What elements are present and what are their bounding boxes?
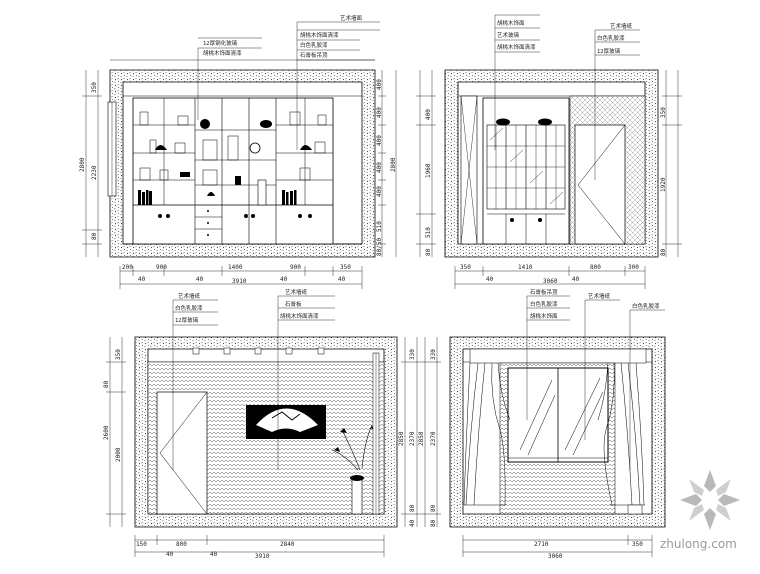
- callout-a-r1: 艺术墙面: [340, 14, 363, 22]
- curtain-right: [597, 362, 645, 506]
- callout-c-l2: 白色乳胶漆: [175, 304, 203, 312]
- dim-c-b3: 2840: [280, 541, 295, 548]
- dim-a-b2: 900: [156, 264, 167, 271]
- dim-b-r3: 80: [660, 248, 667, 256]
- watermark-logo: [680, 470, 740, 530]
- dim-a-l2: 2230: [91, 165, 98, 180]
- callout-a-r2: 胡桃木饰面清漆: [300, 31, 339, 39]
- dim-a-r5: 400: [376, 79, 383, 90]
- dim-a-total: 3910: [232, 278, 247, 285]
- dim-c-r1: 330: [409, 349, 416, 360]
- dim-c-r3: 2850: [398, 431, 405, 446]
- callout-c-r1: 艺术墙纸: [285, 288, 308, 296]
- dim-c-total: 3910: [255, 553, 270, 560]
- dim-c-b1: 150: [136, 541, 147, 548]
- dim-c-l4: 2000: [115, 447, 122, 462]
- dim-b-r1: 350: [660, 107, 667, 118]
- elevation-d: 2710 350 3060 330 2370 2850 80 80 石膏板吊顶 …: [418, 288, 666, 560]
- dim-c-r5: 40: [409, 519, 416, 527]
- callout-d-l2: 白色乳胶漆: [530, 300, 558, 308]
- dim-a-r2: 400: [376, 135, 383, 146]
- dim-b-l1: 400: [425, 109, 432, 120]
- dim-b-b3: 800: [590, 264, 601, 271]
- dim-a-l1: 350: [91, 82, 98, 93]
- dim-a-r4: 400: [376, 186, 383, 197]
- dim-d-l5: 80: [430, 519, 437, 527]
- dim-c-l3: 2600: [103, 425, 110, 440]
- dim-c-m2: 40: [210, 551, 218, 558]
- dim-d-b1: 2710: [534, 541, 549, 548]
- watermark-text: zhulong.com: [660, 537, 737, 551]
- dim-b-r2: 1920: [660, 177, 667, 192]
- dim-d-total: 3060: [548, 553, 563, 560]
- dim-b-b2: 1410: [518, 264, 533, 271]
- callout-c-l1: 艺术墙纸: [178, 292, 201, 300]
- dim-b-b1: 350: [460, 264, 471, 271]
- dim-a-l3: 2800: [79, 157, 86, 172]
- dim-b-l3: 510: [425, 227, 432, 238]
- callout-b-r1: 艺术墙纸: [610, 22, 633, 30]
- dim-c-r4: 80: [409, 504, 416, 512]
- dim-c-b2: 800: [176, 541, 187, 548]
- callout-d-l3: 胡桃木饰面: [530, 312, 558, 320]
- elevation-c: 150 800 2840 3910 40 40 350 80 2600 2000…: [103, 288, 421, 560]
- dim-a-m3: 40: [280, 276, 288, 283]
- dim-b-total: 3060: [543, 278, 558, 285]
- elevation-a: 200 900 1400 900 350 3910 40 40 40 40 35…: [79, 14, 397, 289]
- dim-a-m2: 40: [196, 276, 204, 283]
- dim-a-b5: 350: [340, 264, 351, 271]
- dim-a-b1: 200: [122, 264, 133, 271]
- dim-d-b2: 350: [632, 541, 643, 548]
- dim-a-r6: 2800: [390, 157, 397, 172]
- curtain-left: [463, 362, 511, 506]
- dim-b-l4: 80: [425, 248, 432, 256]
- bookcase: [132, 97, 334, 245]
- callout-d-r1: 白色乳胶漆: [632, 302, 660, 310]
- dim-b-m2: 40: [572, 276, 580, 283]
- callout-b-r3: 12厚玻璃: [597, 47, 621, 55]
- dim-d-l2: 2370: [430, 431, 437, 446]
- callout-b-l2: 艺术玻璃: [497, 31, 520, 39]
- dim-c-m1: 40: [166, 551, 174, 558]
- dim-a-r8: 80/50: [376, 238, 383, 256]
- dim-a-b3: 1400: [228, 264, 243, 271]
- dim-a-r1: 400: [376, 107, 383, 118]
- callout-b-r2: 白色乳胶漆: [597, 34, 625, 42]
- dim-b-m1: 40: [486, 276, 494, 283]
- callout-a-l2: 胡桃木饰面清漆: [203, 49, 242, 57]
- callout-a-l1: 12厚钢化玻璃: [203, 39, 238, 47]
- dim-c-l1: 350: [115, 349, 122, 360]
- callout-b-l3: 胡桃木饰面清漆: [497, 43, 536, 51]
- callout-b-l1: 胡桃木饰面: [497, 19, 525, 27]
- dim-a-r3: 400: [376, 162, 383, 173]
- callout-d-c1: 艺术墙纸: [588, 292, 611, 300]
- callout-a-r3: 白色乳胶漆: [300, 41, 328, 49]
- dim-a-m4: 40: [338, 276, 346, 283]
- dim-a-r7: 510: [376, 221, 383, 232]
- dim-c-l2: 80: [103, 380, 110, 388]
- callout-d-l1: 石膏板吊顶: [530, 288, 558, 296]
- callout-c-r2: 石膏板: [285, 300, 302, 308]
- callout-c-l3: 12厚玻璃: [175, 316, 199, 324]
- dim-c-r2: 2370: [409, 431, 416, 446]
- dim-a-m1: 40: [138, 276, 146, 283]
- dim-a-l4: 80: [91, 232, 98, 240]
- callout-a-r4: 石膏板吊顶: [300, 51, 328, 59]
- callout-c-r3: 胡桃木饰面清漆: [280, 312, 319, 320]
- dim-b-l2: 1960: [425, 163, 432, 178]
- dim-b-b4: 300: [628, 264, 639, 271]
- dim-a-b4: 900: [290, 264, 301, 271]
- dim-d-l3: 2850: [418, 431, 425, 446]
- dim-d-l1: 330: [430, 349, 437, 360]
- dim-d-l4: 80: [430, 504, 437, 512]
- elevation-b: 350 1410 800 300 3060 40 40 400 1960 510…: [416, 14, 682, 289]
